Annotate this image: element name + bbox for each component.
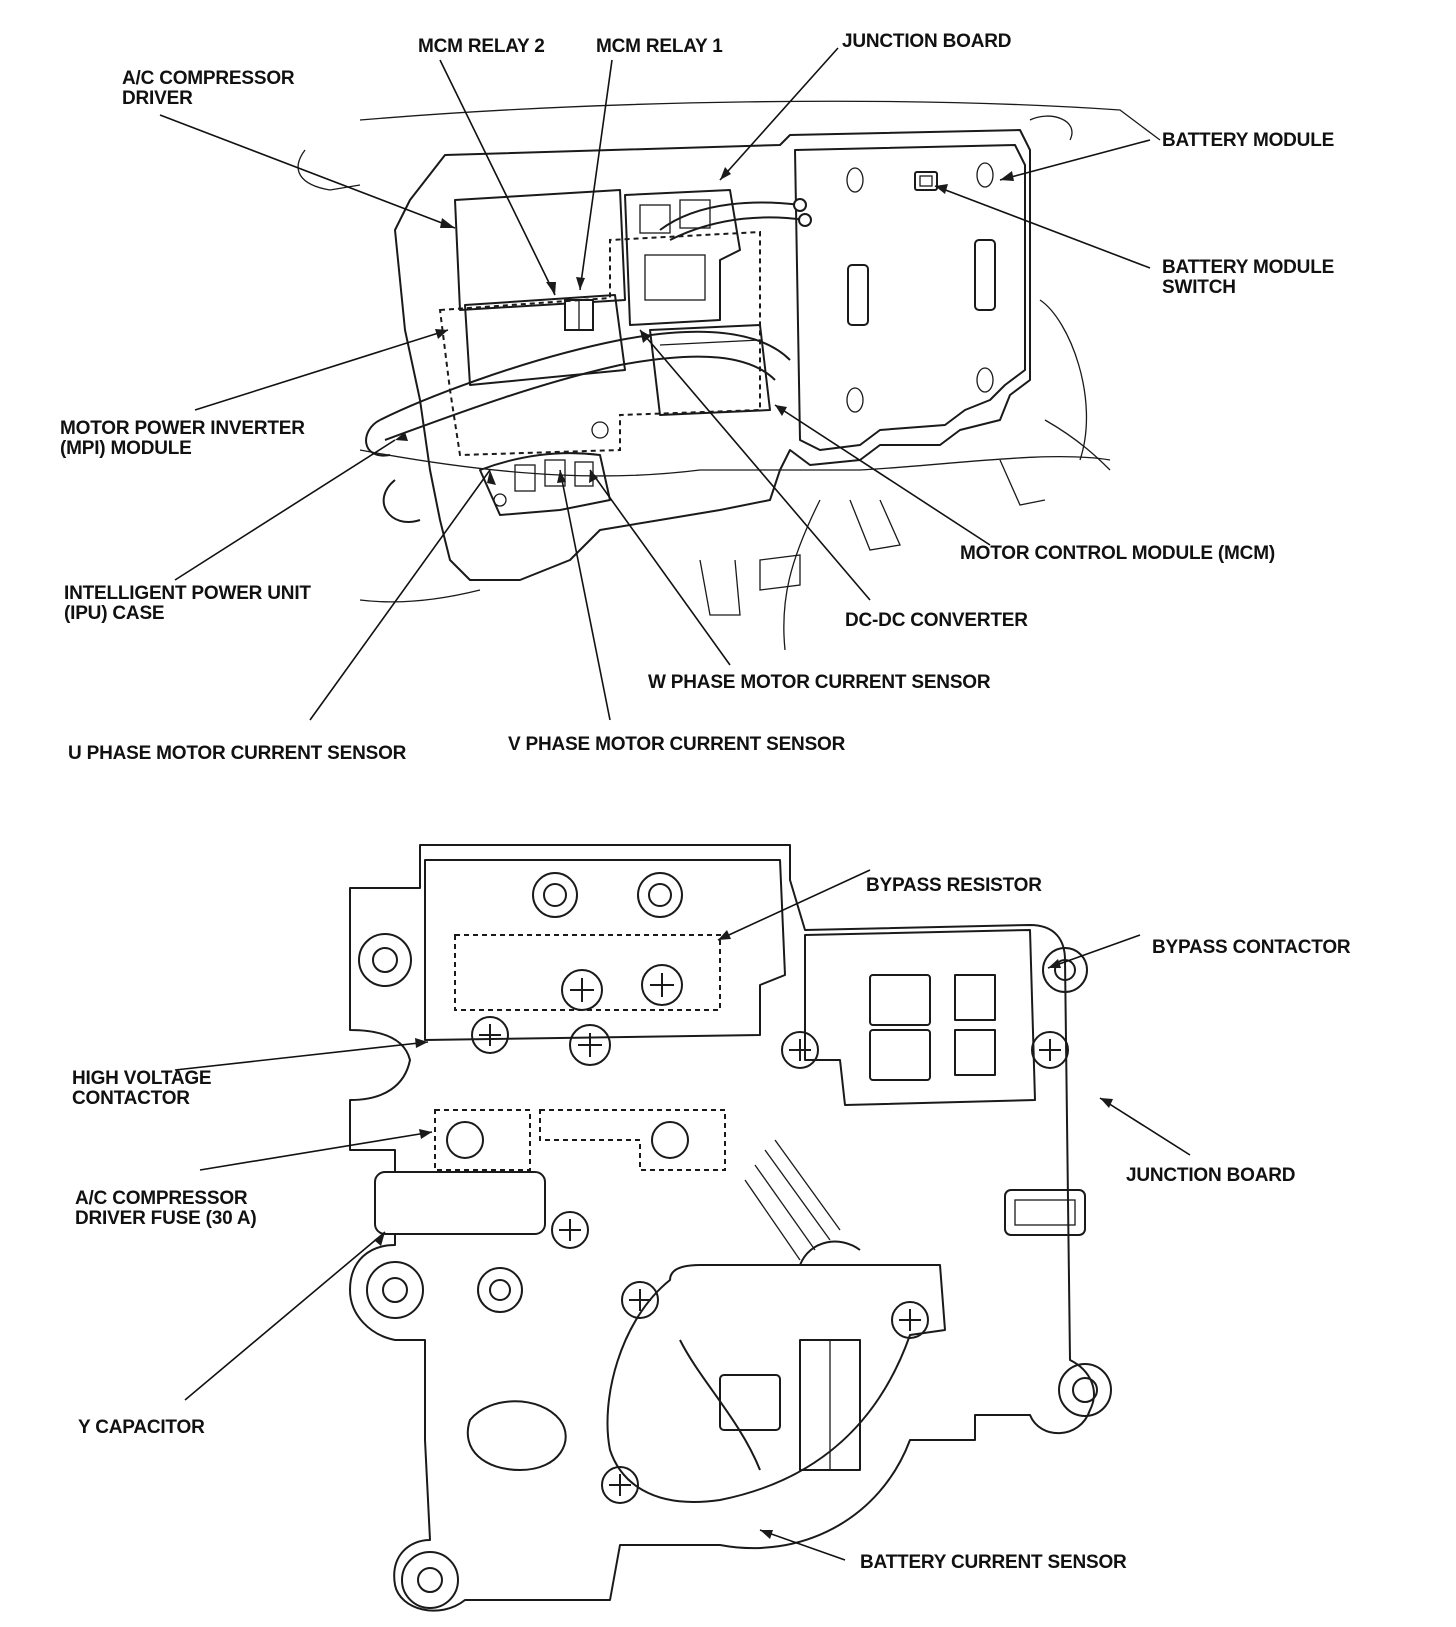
junction-board-illustration [349, 844, 1112, 1612]
label-bypass-contactor: BYPASS CONTACTOR [1152, 937, 1351, 958]
label-dcdc-converter: DC-DC CONVERTER [845, 610, 1028, 631]
top-leader-lines [159, 47, 1151, 721]
label-battery-module-switch: BATTERY MODULE SWITCH [1162, 257, 1334, 299]
bottom-leader-lines [174, 869, 1191, 1561]
label-high-voltage-contactor-line2: CONTACTOR [72, 1088, 190, 1109]
label-ac-fuse-line2: DRIVER FUSE (30 A) [75, 1208, 257, 1229]
label-ipu-case-line2: (IPU) CASE [64, 603, 165, 624]
label-motor-control-module: MOTOR CONTROL MODULE (MCM) [960, 543, 1275, 564]
label-bypass-resistor: BYPASS RESISTOR [866, 875, 1042, 896]
label-ac-fuse-line1: A/C COMPRESSOR [75, 1188, 248, 1209]
label-y-capacitor: Y CAPACITOR [78, 1417, 205, 1438]
label-high-voltage-contactor-line1: HIGH VOLTAGE [72, 1068, 212, 1089]
label-ac-compressor-driver-line2: DRIVER [122, 88, 193, 109]
label-mpi-module: MOTOR POWER INVERTER (MPI) MODULE [60, 418, 305, 460]
label-high-voltage-contactor: HIGH VOLTAGE CONTACTOR [72, 1068, 212, 1110]
label-battery-current-sensor: BATTERY CURRENT SENSOR [860, 1552, 1127, 1573]
label-junction-board-bottom: JUNCTION BOARD [1126, 1165, 1296, 1186]
label-ac-compressor-driver-fuse: A/C COMPRESSOR DRIVER FUSE (30 A) [75, 1188, 257, 1230]
label-ipu-case-line1: INTELLIGENT POWER UNIT [64, 583, 311, 604]
label-junction-board-top: JUNCTION BOARD [842, 31, 1012, 52]
label-ipu-case: INTELLIGENT POWER UNIT (IPU) CASE [64, 583, 311, 625]
label-battery-module: BATTERY MODULE [1162, 130, 1335, 151]
label-v-phase-sensor: V PHASE MOTOR CURRENT SENSOR [508, 734, 846, 755]
ipu-assembly-illustration [297, 100, 1161, 651]
label-u-phase-sensor: U PHASE MOTOR CURRENT SENSOR [68, 743, 407, 764]
label-battery-module-switch-line1: BATTERY MODULE [1162, 257, 1335, 278]
label-mcm-relay-1: MCM RELAY 1 [596, 36, 723, 57]
label-ac-compressor-driver-line1: A/C COMPRESSOR [122, 68, 295, 89]
label-ac-compressor-driver: A/C COMPRESSOR DRIVER [122, 68, 295, 110]
label-mpi-module-line1: MOTOR POWER INVERTER [60, 418, 305, 439]
label-mcm-relay-2: MCM RELAY 2 [418, 36, 545, 57]
label-w-phase-sensor: W PHASE MOTOR CURRENT SENSOR [648, 672, 991, 693]
label-battery-module-switch-line2: SWITCH [1162, 277, 1236, 298]
label-mpi-module-line2: (MPI) MODULE [60, 438, 192, 459]
